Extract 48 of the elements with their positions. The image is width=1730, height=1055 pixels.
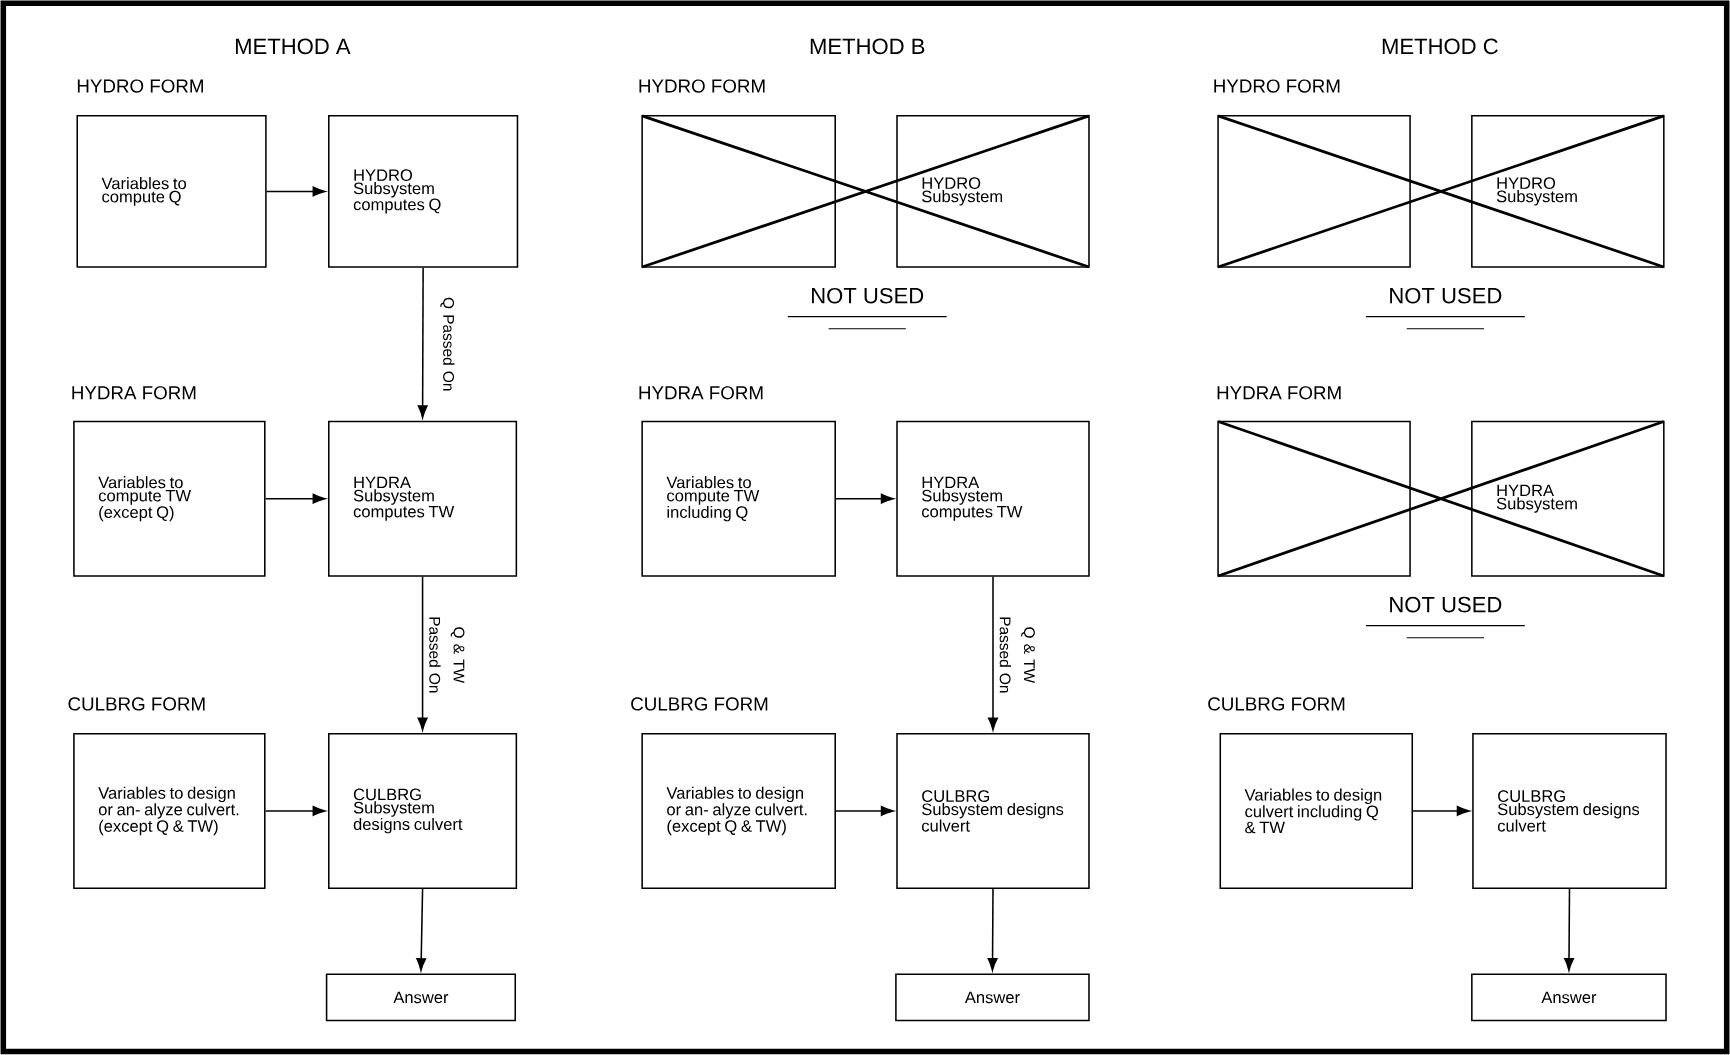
not-used-label: NOT USED xyxy=(1365,288,1526,330)
not-used-label: NOT USED xyxy=(1365,596,1526,639)
form-heading: HYDRA FORM xyxy=(639,386,763,400)
form-heading: CULBRG FORM xyxy=(631,697,768,711)
process-box: HYDRO Subsystem xyxy=(1471,115,1665,268)
arrow xyxy=(987,888,998,971)
arrow xyxy=(835,493,894,504)
crossed-out-box xyxy=(1217,115,1411,268)
process-box: CULBRG Subsystem designs culvert xyxy=(328,733,518,890)
form-heading: CULBRG FORM xyxy=(68,697,205,711)
arrow xyxy=(988,576,998,731)
form-heading: HYDRO FORM xyxy=(77,79,203,93)
column-heading: METHOD B xyxy=(810,38,925,55)
form-heading: CULBRG FORM xyxy=(1208,697,1345,711)
process-box: HYDRO Subsystem xyxy=(896,115,1090,268)
column-heading: METHOD A xyxy=(235,38,351,55)
edge-label: Q & TW Passed On xyxy=(999,617,1035,693)
process-box: CULBRG Subsystem designs culvert xyxy=(896,733,1090,890)
answer-box: Answer xyxy=(895,973,1090,1022)
process-box: Variables to compute Q xyxy=(76,115,267,268)
arrow xyxy=(1412,806,1470,817)
process-box: HYDRA Subsystem computes TW xyxy=(896,420,1090,577)
process-box: Variables to compute TW (except Q) xyxy=(73,420,266,577)
arrow xyxy=(264,493,326,504)
answer-box: Answer xyxy=(325,973,517,1022)
arrow xyxy=(835,806,894,817)
arrow xyxy=(417,267,428,419)
process-box: Variables to compute TW including Q xyxy=(641,420,836,577)
process-box: HYDRA Subsystem xyxy=(1471,420,1665,577)
arrow xyxy=(417,576,428,731)
process-box: CULBRG Subsystem designs culvert xyxy=(1472,733,1667,890)
process-box: HYDRO Subsystem computes Q xyxy=(328,115,519,268)
answer-box: Answer xyxy=(1471,973,1667,1022)
edge-label: Q Passed On xyxy=(440,297,455,391)
arrow xyxy=(264,806,326,817)
form-heading: HYDRA FORM xyxy=(72,386,196,400)
arrow xyxy=(1564,888,1574,971)
crossed-out-box xyxy=(641,115,836,268)
process-box: Variables to design or an- alyze culvert. (except Q & TW) xyxy=(73,733,266,890)
process-box: Variables to design or an- alyze culvert. (except Q & TW) xyxy=(641,733,836,890)
column-heading: METHOD C xyxy=(1382,38,1498,55)
edge-label: Q & TW Passed On xyxy=(429,617,465,693)
process-box: HYDRA Subsystem computes TW xyxy=(328,420,518,577)
crossed-out-box xyxy=(1217,420,1411,577)
process-box: Variables to design culvert including Q & TW xyxy=(1219,733,1414,890)
arrow xyxy=(265,186,326,197)
not-used-label: NOT USED xyxy=(787,288,948,330)
arrow xyxy=(416,888,427,971)
